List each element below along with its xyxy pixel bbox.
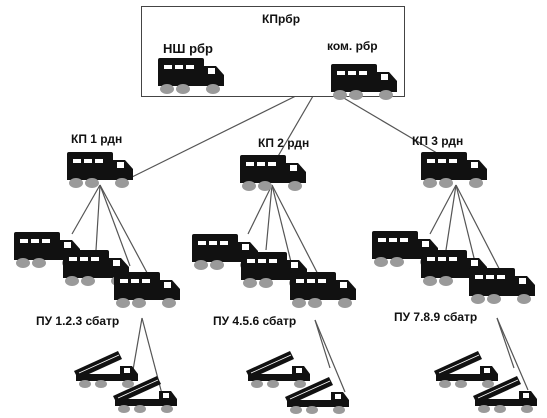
chief-of-staff-vehicle xyxy=(158,58,224,94)
battalion-3-launchers-label: ПУ 7.8.9 сбатр xyxy=(394,310,478,324)
link-launcher-2a xyxy=(314,319,331,369)
link-launcher-1a xyxy=(132,317,143,371)
link-battalion-1-vehicle-4 xyxy=(99,184,153,283)
link-battalion-3-vehicle-1 xyxy=(429,184,457,235)
battalion-2-launcher-2 xyxy=(285,377,349,414)
link-battalion-1-vehicle-3 xyxy=(99,184,131,267)
link-launcher-3a xyxy=(496,317,515,369)
link-battalion-2-vehicle-3 xyxy=(271,184,293,267)
battalion-1-command-vehicle xyxy=(67,152,133,188)
battalion-3-command-vehicle xyxy=(421,152,487,188)
link-battalion-2-vehicle-4 xyxy=(271,184,323,283)
battalion-2-launcher-1 xyxy=(246,351,310,388)
battalion-3-launcher-1 xyxy=(434,351,498,388)
battalion-1-support-vehicle-3 xyxy=(114,272,180,308)
link-battalion-1-vehicle-2 xyxy=(95,184,101,251)
battalion-2-support-vehicle-2 xyxy=(241,252,307,288)
link-battalion-3-vehicle-2 xyxy=(445,184,457,251)
chief-of-staff-label: НШ рбр xyxy=(163,41,213,56)
battalion-2-launchers-label: ПУ 4.5.6 сбатр xyxy=(213,314,297,328)
battalion-2-command-post-label: КП 2 рдн xyxy=(258,136,310,150)
battalion-1-launcher-1 xyxy=(74,351,138,388)
commander-label: ком. рбр xyxy=(327,39,378,53)
battalion-1-launcher-2 xyxy=(113,376,177,413)
link-launcher-2b xyxy=(314,319,346,393)
battalion-1-command-post-label: КП 1 рдн xyxy=(71,132,123,146)
link-battalion-3-vehicle-4 xyxy=(455,184,507,283)
brigade-command-title: КПрбр xyxy=(262,12,301,26)
battalion-3-command-post-label: КП 3 рдн xyxy=(412,134,464,148)
battalion-3-support-vehicle-3 xyxy=(469,268,535,304)
battalion-3-launcher-2 xyxy=(473,376,537,413)
link-battalion-3-vehicle-3 xyxy=(455,184,477,267)
link-battalion-2-vehicle-2 xyxy=(265,184,273,251)
battalion-2-command-vehicle xyxy=(240,155,306,191)
link-brigade-battalion-1 xyxy=(129,83,321,179)
battalion-1-launchers-label: ПУ 1.2.3 сбатр xyxy=(36,314,120,328)
link-battalion-1-vehicle-1 xyxy=(71,184,101,235)
link-battalion-2-vehicle-1 xyxy=(247,184,273,235)
link-launcher-3b xyxy=(496,317,529,391)
battalion-2-support-vehicle-3 xyxy=(290,272,356,308)
commander-vehicle xyxy=(331,64,397,100)
